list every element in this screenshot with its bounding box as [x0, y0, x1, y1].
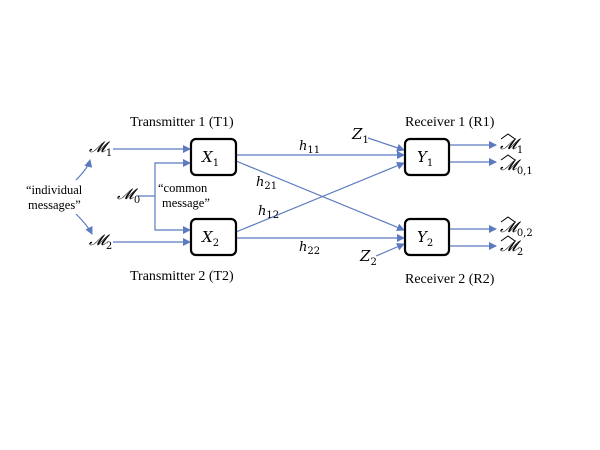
individual-messages-line2: messages”	[28, 198, 81, 212]
x1-symbol: X1	[201, 148, 219, 169]
m2-symbol: 𝓜2	[89, 231, 112, 252]
out-m2-hat-symbol: 𝓜2	[500, 237, 523, 258]
individual-to-m2-arrow	[75, 213, 93, 235]
h21-label: h21	[256, 175, 277, 192]
receiver-1-box	[403, 137, 451, 177]
common-message-line2: message”	[162, 196, 210, 210]
individual-to-m1-arrow	[75, 159, 93, 181]
out-m1-hat-icon	[500, 133, 516, 140]
y1-symbol: Y1	[417, 148, 433, 169]
out-m1-hat-symbol: 𝓜1	[500, 135, 523, 156]
out-m02-hat-symbol: 𝓜0,2	[500, 218, 533, 239]
h12-label: h12	[258, 204, 279, 221]
out-m2-hat-icon	[500, 235, 516, 242]
transmitter-2-label: Transmitter 2 (T2)	[130, 269, 234, 284]
h22-label: h22	[299, 240, 320, 257]
z2-symbol: Z2	[359, 247, 377, 268]
z1-noise-arrow	[367, 137, 405, 152]
transmitter-1-label: Transmitter 1 (T1)	[130, 115, 234, 130]
out-m01-hat-symbol: 𝓜0,1	[500, 156, 533, 177]
m0-to-x1-arrow	[138, 159, 191, 197]
transmitter-2-box	[189, 217, 238, 257]
m1-symbol: 𝓜1	[89, 138, 112, 159]
channel-h21-arrow	[235, 160, 405, 232]
m0-symbol: 𝓜0	[117, 185, 140, 206]
m0-to-x2-arrow	[154, 196, 191, 234]
z1-symbol: Z1	[351, 125, 369, 146]
x2-symbol: X2	[201, 228, 219, 249]
h11-label: h11	[299, 139, 320, 156]
out-m01-hat-icon	[500, 154, 516, 161]
individual-messages-line1: “individual	[26, 183, 83, 197]
transmitter-1-box	[189, 137, 238, 177]
z2-noise-arrow	[375, 243, 405, 257]
receiver-2-box	[403, 217, 451, 257]
receiver-1-label: Receiver 1 (R1)	[405, 115, 495, 130]
receiver-2-label: Receiver 2 (R2)	[405, 272, 495, 287]
out-m02-hat-icon	[500, 216, 516, 223]
y2-symbol: Y2	[417, 228, 433, 249]
channel-h12-arrow	[235, 161, 405, 233]
common-message-line1: “common	[158, 181, 208, 195]
